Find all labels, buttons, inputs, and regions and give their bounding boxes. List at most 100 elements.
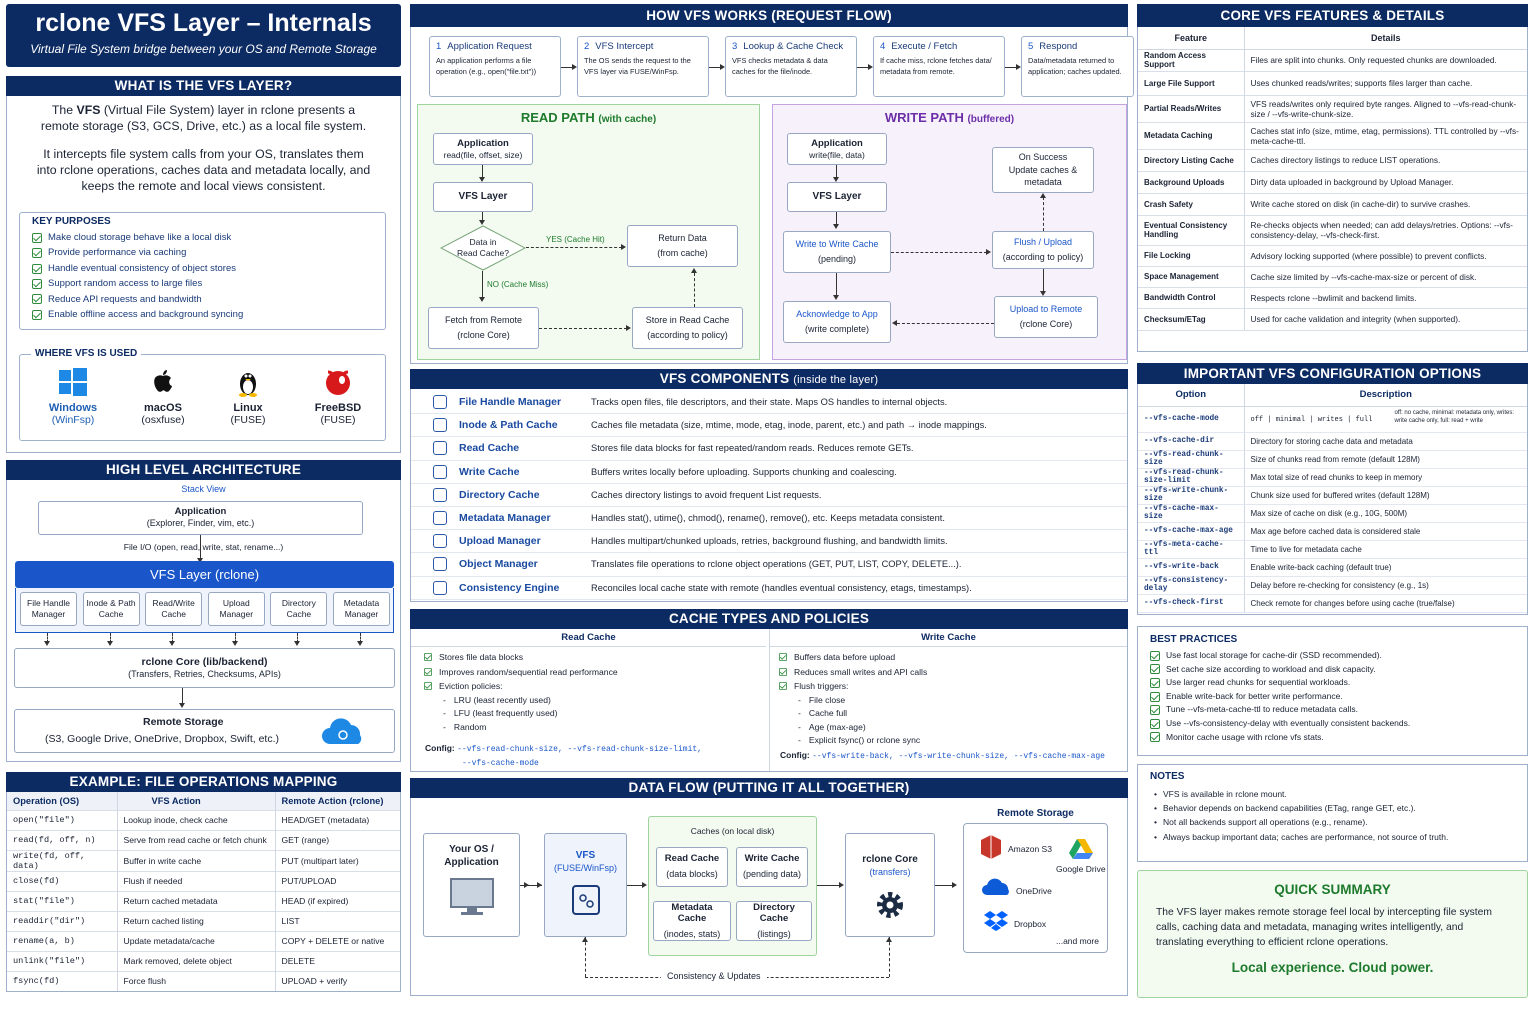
cache-subitem: -Age (max-age) <box>798 721 866 732</box>
arch-arrow <box>234 633 236 643</box>
vfs-chip-icon <box>571 884 600 915</box>
component-icon <box>433 441 447 456</box>
df-directory-cache: Directory Cache(listings) <box>736 901 812 941</box>
df-read-cache: Read Cache(data blocks) <box>656 847 728 887</box>
check-icon <box>1150 650 1160 661</box>
amazon-s3-icon <box>981 835 1001 859</box>
arch-arrow <box>109 633 111 643</box>
best-practice-item: Monitor cache usage with rclone vfs stat… <box>1150 731 1527 745</box>
write-cache-config: Config: --vfs-write-back, --vfs-write-ch… <box>780 750 1105 761</box>
purpose-item: Reduce API requests and bandwidth <box>32 292 373 307</box>
write-to-write-cache: Write to Write Cache(pending) <box>783 231 891 273</box>
config-header: IMPORTANT VFS CONFIGURATION OPTIONS <box>1137 363 1528 384</box>
what-panel: The VFS (Virtual File System) layer in r… <box>6 96 401 453</box>
check-icon <box>1150 718 1160 729</box>
where-used-box: Windows (WinFsp) macOS (osxfuse) Linux (… <box>19 354 386 441</box>
summary-text: The VFS layer makes remote storage feel … <box>1156 907 1492 948</box>
windows-icon <box>59 368 87 396</box>
check-icon <box>32 232 42 243</box>
df-remote-title: Remote Storage <box>997 808 1074 819</box>
arch-arrow-head <box>44 641 50 646</box>
read-decision-diamond <box>440 225 526 271</box>
flow-arrow-head <box>1016 64 1021 70</box>
arch-arrow <box>172 633 174 643</box>
arch-panel: Stack View Application(Explorer, Finder,… <box>6 480 401 762</box>
cloud-icon <box>322 718 362 744</box>
dataflow-panel: Your OS /Application VFS(FUSE/WinFsp) Ca… <box>410 798 1128 996</box>
cache-item: Flush triggers: <box>778 679 1119 694</box>
features-header: CORE VFS FEATURES & DETAILS <box>1137 4 1528 27</box>
os-freebsd: FreeBSD (FUSE) <box>298 367 378 426</box>
cache-subitem: -Cache full <box>798 708 848 718</box>
check-icon <box>1150 732 1160 743</box>
check-icon <box>424 653 432 662</box>
read-cache-title: Read Cache <box>411 629 766 647</box>
cache-header: CACHE TYPES AND POLICIES <box>410 609 1128 629</box>
check-icon <box>32 248 42 259</box>
best-practice-item: Tune --vfs-meta-cache-ttl to reduce meta… <box>1150 703 1527 717</box>
purpose-item: Enable offline access and background syn… <box>32 307 373 322</box>
read-return-data: Return Data(from cache) <box>627 225 738 267</box>
cache-item: Eviction policies: <box>423 679 754 694</box>
cache-item: Reduces small writes and API calls <box>778 665 1119 680</box>
read-vfs-layer: VFS Layer <box>433 182 533 212</box>
note-item: •Always backup important data; caches ar… <box>1154 831 1449 842</box>
cache-item: Stores file data blocks <box>423 650 754 665</box>
os-macos: macOS (osxfuse) <box>123 367 203 426</box>
check-icon <box>1150 664 1160 675</box>
write-vfs-layer: VFS Layer <box>787 182 887 212</box>
cache-subitem: -LRU (least recently used) <box>443 694 551 705</box>
where-used-title: WHERE VFS IS USED <box>31 348 142 359</box>
cache-subitem: -Random <box>443 721 487 732</box>
mapping-header: EXAMPLE: FILE OPERATIONS MAPPING <box>6 772 401 792</box>
component-icon <box>433 534 447 549</box>
component-icon <box>433 511 447 526</box>
read-store-cache: Store in Read Cache(according to policy) <box>632 307 743 349</box>
os-windows: Windows (WinFsp) <box>33 367 113 426</box>
note-item: •VFS is available in rclone mount. <box>1154 789 1287 799</box>
page-subtitle: Virtual File System bridge between your … <box>30 42 377 56</box>
check-icon <box>32 309 42 320</box>
cache-item: Buffers data before upload <box>778 650 1119 665</box>
flow-arrow <box>857 67 871 68</box>
arch-arrow-head <box>231 641 238 646</box>
arch-header: HIGH LEVEL ARCHITECTURE <box>6 460 401 480</box>
arch-remote-storage: Remote Storage(S3, Google Drive, OneDriv… <box>14 709 395 753</box>
dropbox-icon <box>984 911 1008 931</box>
table-row: unlink("file")Mark removed, delete objec… <box>7 951 400 971</box>
flow-arrow-head <box>572 64 577 70</box>
df-write-cache: Write Cache(pending data) <box>736 847 808 887</box>
check-icon <box>779 667 787 676</box>
what-paragraph-2: It intercepts file system calls from you… <box>36 147 371 193</box>
arch-application: Application(Explorer, Finder, vim, etc.) <box>38 501 363 535</box>
what-header: WHAT IS THE VFS LAYER? <box>6 76 401 96</box>
